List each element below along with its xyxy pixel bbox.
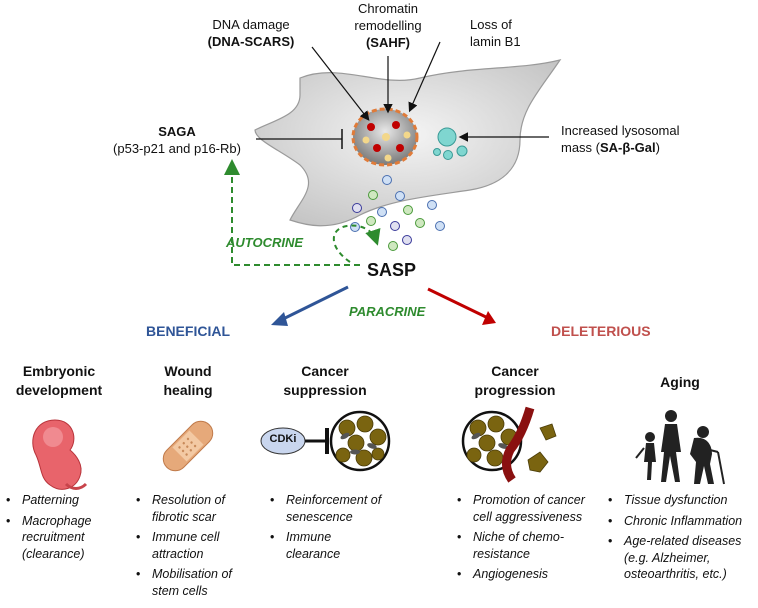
embryo-icon xyxy=(32,419,88,490)
column-title-aging: Aging xyxy=(660,374,700,390)
list-item: Reinforcement of senescence xyxy=(268,492,386,525)
lysosomes xyxy=(433,127,468,160)
list-item: Immune clearance xyxy=(268,529,386,562)
paracrine-label: PARACRINE xyxy=(349,304,426,319)
sasp-label: SASP xyxy=(367,260,417,280)
deleterious-arrow xyxy=(427,287,489,320)
list-item: Mobilisation of stem cells xyxy=(134,566,256,599)
bullets-wound: Resolution of fibrotic scar Immune cell … xyxy=(134,492,256,603)
saga-label: SAGA (p53-p21 and p16-Rb) xyxy=(113,124,241,156)
cdki-label: CDKi xyxy=(269,433,297,445)
list-item: Resolution of fibrotic scar xyxy=(134,492,256,525)
aging-silhouettes xyxy=(635,410,725,485)
list-item: Macrophage recruitment (clearance) xyxy=(4,513,124,563)
list-item: Promotion of cancer cell aggressiveness xyxy=(455,492,587,525)
column-title-cancer-progression: Cancer progression xyxy=(474,363,556,398)
column-title-embryonic: Embryonic development xyxy=(15,363,103,398)
lysosome-label: Increased lysosomal mass (SA-β-Gal) xyxy=(561,123,680,155)
list-item: Chronic Inflammation xyxy=(606,513,756,530)
tumor-progression-icon xyxy=(461,406,557,483)
bullets-cancer-suppression: Reinforcement of senescence Immune clear… xyxy=(268,492,386,566)
bullets-cancer-progression: Promotion of cancer cell aggressiveness … xyxy=(455,492,587,587)
sasp-vesicles xyxy=(350,175,445,251)
chromatin-label: Chromatin remodelling (SAHF) xyxy=(354,1,422,50)
bullets-embryonic: Patterning Macrophage recruitment (clear… xyxy=(4,492,124,566)
autocrine-arrow xyxy=(224,159,360,266)
autocrine-label: AUTOCRINE xyxy=(226,235,304,250)
list-item: Tissue dysfunction xyxy=(606,492,756,509)
bullets-aging: Tissue dysfunction Chronic Inflammation … xyxy=(606,492,756,587)
beneficial-label: BENEFICIAL xyxy=(146,323,230,339)
beneficial-arrow xyxy=(278,285,349,323)
list-item: Niche of chemo-resistance xyxy=(455,529,587,562)
lamin-pointer xyxy=(408,41,441,113)
autocrine-loop xyxy=(332,224,381,263)
lamin-label: Loss of lamin B1 xyxy=(470,17,521,49)
bandage-icon xyxy=(162,420,214,472)
list-item: Patterning xyxy=(4,492,124,509)
list-item: Age-related diseases (e.g. Alzheimer, os… xyxy=(606,533,756,583)
dna-damage-label: DNA damage (DNA-SCARS) xyxy=(207,17,295,49)
column-title-wound: Wound healing xyxy=(163,363,213,398)
dna-damage-pointer xyxy=(311,46,370,121)
tumor-suppression-icon xyxy=(329,410,391,472)
list-item: Immune cell attraction xyxy=(134,529,256,562)
list-item: Angiogenesis xyxy=(455,566,587,583)
column-title-cancer-suppression: Cancer suppression xyxy=(283,363,367,398)
deleterious-label: DELETERIOUS xyxy=(551,323,651,339)
